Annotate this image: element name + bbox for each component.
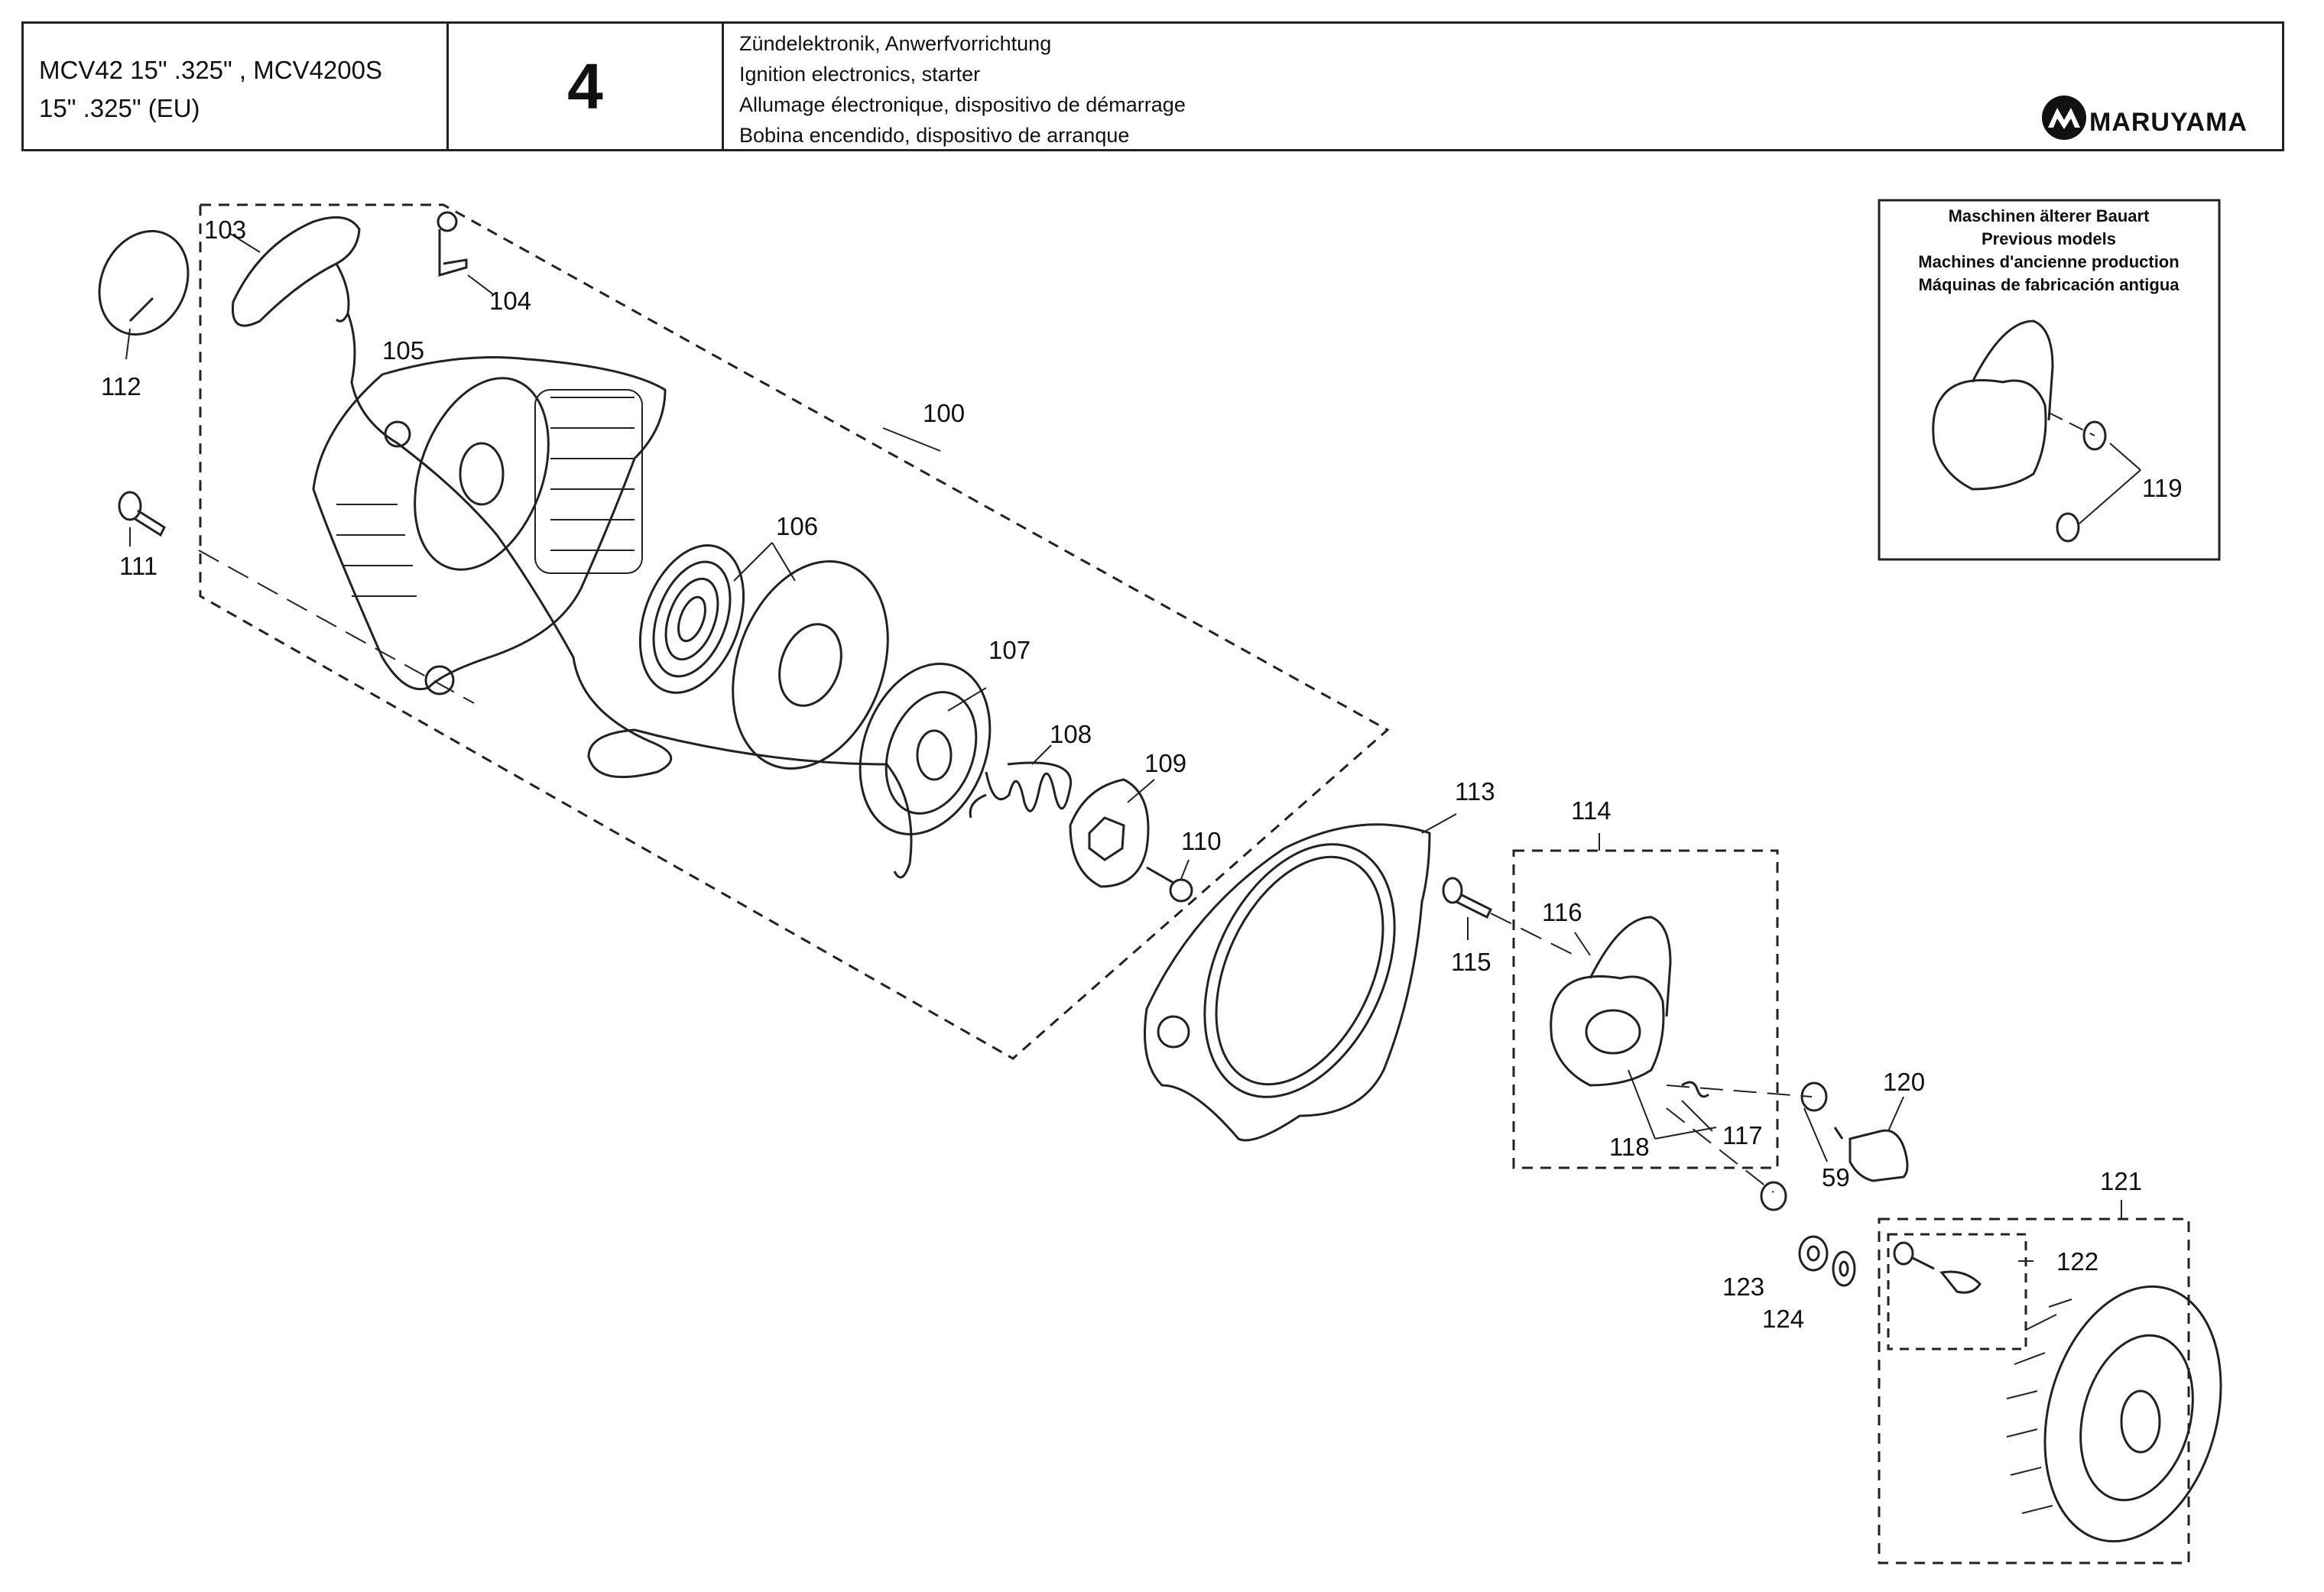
inset-line-es: Máquinas de fabricación antigua [1918, 275, 2180, 294]
assembly-114-outline [1512, 849, 1779, 1169]
label-105: 105 [382, 336, 424, 365]
title-fr: Allumage électronique, dispositivo de dé… [739, 93, 1186, 116]
maruyama-logo-icon [2042, 96, 2086, 140]
section-titles: Zündelektronik, Anwerfvorrichtung Igniti… [724, 24, 1794, 149]
label-119: 119 [2142, 474, 2183, 502]
part-118-leaders [1628, 1069, 1717, 1140]
title-en: Ignition electronics, starter [739, 63, 981, 86]
label-107: 107 [988, 636, 1031, 664]
model-line-2: 15" .325" (EU) [39, 94, 200, 122]
label-110: 110 [1181, 827, 1222, 855]
part-113-fan-cover [1144, 813, 1457, 1142]
part-124-washer [1832, 1250, 1856, 1287]
label-111: 111 [119, 552, 157, 580]
label-108: 108 [1050, 720, 1092, 748]
label-120: 120 [1883, 1068, 1925, 1096]
part-107-pulley [859, 663, 992, 835]
assembly-121-outline [1878, 1218, 2190, 1564]
assembly-122-outline [1887, 1233, 2027, 1350]
model-line-1: MCV42 15" .325" , MCV4200S [39, 56, 382, 84]
part-112-cover [98, 229, 190, 360]
label-109: 109 [1144, 749, 1186, 777]
part-104-clip [437, 211, 494, 295]
part-106-spring [638, 542, 889, 770]
page-number: 4 [449, 24, 724, 149]
inset-line-en: Previous models [1982, 229, 2116, 248]
label-117: 117 [1722, 1121, 1763, 1149]
brand-cell: MARUYAMA [2034, 24, 2287, 149]
label-118: 118 [1609, 1133, 1650, 1161]
part-117-spring [1681, 1081, 1713, 1132]
part-109-drive [1069, 778, 1155, 888]
part-59-nuts [1666, 1081, 1828, 1211]
part-116-ignition-coil [1550, 916, 1672, 1087]
label-104: 104 [489, 287, 531, 315]
label-121: 121 [2100, 1167, 2142, 1195]
previous-models-inset [1878, 199, 2221, 561]
label-112: 112 [101, 372, 141, 400]
inset-ignition-coil [1932, 319, 2141, 543]
part-110-screw [1146, 859, 1193, 903]
label-124: 124 [1762, 1305, 1804, 1333]
title-de: Zündelektronik, Anwerfvorrichtung [739, 32, 1052, 55]
starter-housing [312, 356, 667, 695]
part-122-key [1893, 1241, 2034, 1294]
title-block: MCV42 15" .325" , MCV4200S 15" .325" (EU… [21, 21, 2284, 151]
brand-name: MARUYAMA [2089, 108, 2248, 137]
part-105-rope [346, 313, 913, 879]
label-113: 113 [1455, 777, 1495, 806]
inset-line-fr: Machines d'ancienne production [1918, 252, 2179, 271]
label-116: 116 [1542, 898, 1582, 926]
label-123: 123 [1722, 1273, 1764, 1301]
title-es: Bobina encendido, dispositivo de arranqu… [739, 124, 1130, 147]
label-114: 114 [1571, 796, 1612, 825]
part-120-spark-plug [1833, 1096, 1909, 1182]
part-103-handle [229, 216, 361, 327]
label-122: 122 [2056, 1247, 2098, 1276]
part-123-nut [1798, 1235, 1829, 1272]
inset-line-de: Maschinen älterer Bauart [1949, 206, 2150, 225]
model-cell: MCV42 15" .325" , MCV4200S 15" .325" (EU… [24, 24, 449, 149]
label-115: 115 [1451, 948, 1491, 976]
part-108-spring [969, 744, 1073, 819]
label-100: 100 [923, 399, 965, 427]
part-111-screw [118, 491, 475, 704]
part-121-flywheel [2006, 1285, 2222, 1543]
part-115-screw [1442, 877, 1576, 956]
label-106: 106 [776, 512, 818, 540]
assembly-100-outline [199, 203, 1390, 1060]
label-59: 59 [1822, 1163, 1850, 1192]
label-103: 103 [204, 216, 246, 244]
